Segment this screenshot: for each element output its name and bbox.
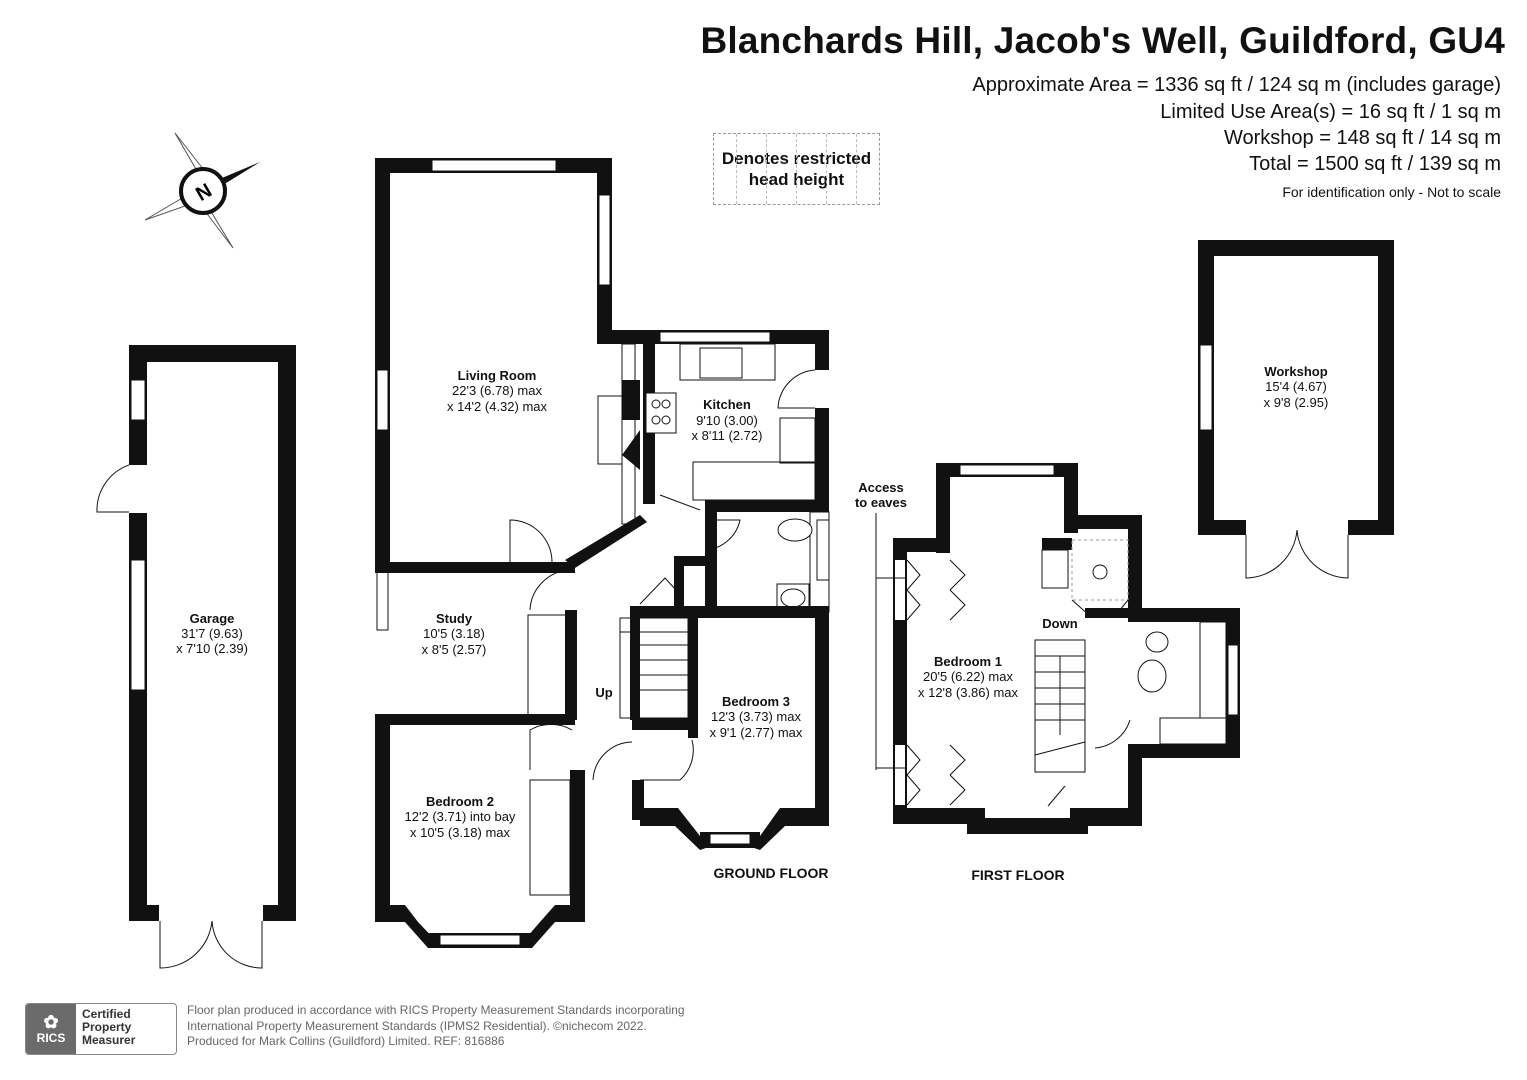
svg-text:31'7 (9.63): 31'7 (9.63)	[181, 626, 243, 641]
eaves-access-label-2: to eaves	[855, 495, 907, 510]
approx-area: Approximate Area = 1336 sq ft / 124 sq m…	[972, 74, 1501, 96]
svg-text:12'2 (3.71) into bay: 12'2 (3.71) into bay	[405, 809, 516, 824]
svg-text:Garage: Garage	[190, 611, 235, 626]
svg-text:22'3 (6.78) max: 22'3 (6.78) max	[452, 383, 542, 398]
svg-text:x 10'5 (3.18) max: x 10'5 (3.18) max	[410, 825, 511, 840]
room-label-workshop: Workshop 15'4 (4.67) x 9'8 (2.95)	[1264, 364, 1329, 410]
svg-text:x 8'11 (2.72): x 8'11 (2.72)	[692, 428, 763, 443]
svg-text:x 7'10 (2.39): x 7'10 (2.39)	[176, 641, 248, 656]
property-title: Blanchards Hill, Jacob's Well, Guildford…	[700, 20, 1505, 61]
svg-text:12'3 (3.73) max: 12'3 (3.73) max	[711, 709, 801, 724]
workshop-area: Workshop = 148 sq ft / 14 sq m	[1224, 127, 1501, 149]
svg-text:x 9'1 (2.77) max: x 9'1 (2.77) max	[710, 725, 803, 740]
first-floor	[875, 463, 1240, 834]
svg-text:Kitchen: Kitchen	[703, 397, 751, 412]
total-area: Total = 1500 sq ft / 139 sq m	[1249, 153, 1501, 175]
svg-text:20'5 (6.22) max: 20'5 (6.22) max	[923, 669, 1013, 684]
scale-note: For identification only - Not to scale	[1282, 184, 1501, 200]
svg-text:x 14'2 (4.32) max: x 14'2 (4.32) max	[447, 399, 548, 414]
svg-text:Study: Study	[436, 611, 473, 626]
svg-text:9'10 (3.00): 9'10 (3.00)	[696, 413, 758, 428]
first-floor-label: FIRST FLOOR	[971, 867, 1064, 883]
svg-text:x 9'8 (2.95): x 9'8 (2.95)	[1264, 395, 1329, 410]
limited-use-area: Limited Use Area(s) = 16 sq ft / 1 sq m	[1160, 101, 1501, 123]
rics-certified-badge: ✿ RICS Certified Property Measurer	[25, 1003, 177, 1055]
room-label-bedroom2: Bedroom 2 12'2 (3.71) into bay x 10'5 (3…	[405, 794, 516, 840]
down-label: Down	[1042, 616, 1077, 631]
room-label-bedroom1: Bedroom 1 20'5 (6.22) max x 12'8 (3.86) …	[918, 654, 1019, 700]
svg-text:10'5 (3.18): 10'5 (3.18)	[423, 626, 485, 641]
rics-logo: ✿ RICS	[26, 1004, 76, 1054]
compass-icon: N	[144, 132, 260, 249]
room-label-garage: Garage 31'7 (9.63) x 7'10 (2.39)	[176, 611, 248, 656]
eaves-access-label-1: Access	[858, 480, 904, 495]
svg-text:Workshop: Workshop	[1264, 364, 1327, 379]
svg-text:15'4 (4.67): 15'4 (4.67)	[1265, 379, 1327, 394]
svg-text:Bedroom 3: Bedroom 3	[722, 694, 790, 709]
room-label-study: Study 10'5 (3.18) x 8'5 (2.57)	[422, 611, 487, 657]
ground-floor-label: GROUND FLOOR	[713, 865, 828, 881]
svg-text:x 8'5 (2.57): x 8'5 (2.57)	[422, 642, 487, 657]
room-label-kitchen: Kitchen 9'10 (3.00) x 8'11 (2.72)	[692, 397, 763, 443]
workshop	[1198, 240, 1394, 579]
svg-text:Living Room: Living Room	[458, 368, 537, 383]
garage	[96, 345, 296, 969]
footer-text: Floor plan produced in accordance with R…	[187, 1003, 685, 1048]
room-label-bedroom3: Bedroom 3 12'3 (3.73) max x 9'1 (2.77) m…	[710, 694, 803, 740]
svg-text:x 12'8 (3.86) max: x 12'8 (3.86) max	[918, 685, 1019, 700]
ground-floor	[375, 158, 830, 948]
svg-text:Bedroom 2: Bedroom 2	[426, 794, 494, 809]
room-label-living: Living Room 22'3 (6.78) max x 14'2 (4.32…	[447, 368, 548, 414]
up-label: Up	[595, 685, 612, 700]
rics-crest-icon: ✿	[43, 1012, 59, 1032]
svg-text:Bedroom 1: Bedroom 1	[934, 654, 1002, 669]
